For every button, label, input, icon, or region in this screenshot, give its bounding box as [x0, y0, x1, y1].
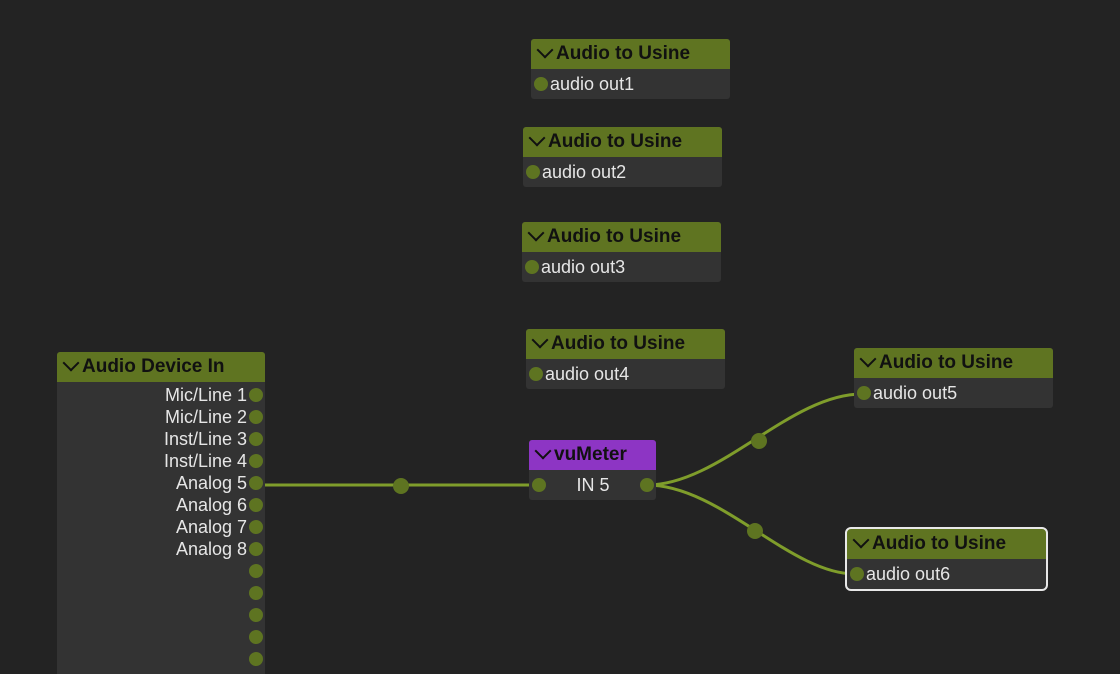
port-label: audio out1: [550, 73, 635, 94]
node-title: Audio Device In: [82, 356, 225, 377]
port-label: Analog 6: [175, 494, 247, 515]
output-port[interactable]: [249, 388, 263, 402]
port-label: audio out2: [542, 161, 627, 182]
output-row: [57, 648, 265, 670]
node-title: Audio to Usine: [548, 131, 683, 152]
input-port[interactable]: [857, 386, 871, 400]
output-port[interactable]: [249, 564, 263, 578]
port-label: Analog 7: [175, 516, 247, 537]
chevron-down-icon[interactable]: [531, 331, 549, 349]
node-header[interactable]: Audio to Usine: [523, 127, 722, 157]
port-label: IN 5: [576, 474, 610, 495]
port-label: audio out6: [866, 563, 951, 584]
output-port[interactable]: [249, 476, 263, 490]
port-label: Inst/Line 4: [163, 450, 247, 471]
output-row: Mic/Line 2: [57, 406, 265, 428]
port-label: audio out5: [873, 382, 958, 403]
output-port[interactable]: [249, 520, 263, 534]
chevron-down-icon[interactable]: [527, 224, 545, 242]
output-row: Inst/Line 4: [57, 450, 265, 472]
output-port[interactable]: [249, 498, 263, 512]
node-header[interactable]: Audio to Usine: [531, 39, 730, 69]
output-port[interactable]: [249, 542, 263, 556]
input-port[interactable]: [526, 165, 540, 179]
audio-to-usine-node-1[interactable]: Audio to Usine audio out1: [531, 39, 730, 99]
output-row: [57, 582, 265, 604]
output-row: [57, 560, 265, 582]
chevron-down-icon[interactable]: [528, 129, 546, 147]
output-port[interactable]: [639, 478, 654, 492]
output-port[interactable]: [249, 652, 263, 666]
chevron-down-icon[interactable]: [62, 354, 80, 372]
input-port[interactable]: [532, 478, 546, 492]
port-label: audio out3: [541, 256, 626, 277]
chevron-down-icon[interactable]: [534, 442, 552, 460]
output-row: Analog 8: [57, 538, 265, 560]
wire-midpoint-handle[interactable]: [751, 433, 767, 449]
node-header[interactable]: Audio to Usine: [854, 348, 1053, 378]
port-label: Mic/Line 2: [164, 406, 247, 427]
node-title: vuMeter: [554, 444, 627, 465]
output-row: [57, 604, 265, 626]
input-port[interactable]: [850, 567, 864, 581]
chevron-down-icon[interactable]: [852, 531, 870, 549]
audio-to-usine-node-5[interactable]: Audio to Usine audio out5: [854, 348, 1053, 408]
port-label: audio out4: [545, 363, 630, 384]
output-row: Analog 5: [57, 472, 265, 494]
node-header[interactable]: Audio Device In: [57, 352, 265, 382]
chevron-down-icon[interactable]: [536, 41, 554, 59]
output-port[interactable]: [249, 630, 263, 644]
output-port[interactable]: [249, 432, 263, 446]
output-port[interactable]: [249, 586, 263, 600]
node-header[interactable]: Audio to Usine: [847, 529, 1046, 559]
wire-midpoint-handle[interactable]: [393, 478, 409, 494]
node-header[interactable]: Audio to Usine: [522, 222, 721, 252]
node-title: Audio to Usine: [547, 226, 682, 247]
port-label: Analog 5: [175, 472, 247, 493]
chevron-down-icon[interactable]: [859, 350, 877, 368]
output-port[interactable]: [249, 608, 263, 622]
node-header[interactable]: vuMeter: [529, 440, 656, 470]
input-port[interactable]: [525, 260, 539, 274]
node-title: Audio to Usine: [551, 333, 686, 354]
audio-device-in-node[interactable]: Audio Device In Mic/Line 1 Mic/Line 2 In…: [57, 352, 265, 674]
port-label: Inst/Line 3: [163, 428, 247, 449]
port-label: Mic/Line 1: [164, 384, 247, 405]
input-port[interactable]: [534, 77, 548, 91]
output-row: [57, 626, 265, 648]
input-port[interactable]: [529, 367, 543, 381]
node-title: Audio to Usine: [872, 533, 1007, 554]
output-port[interactable]: [249, 410, 263, 424]
vumeter-node[interactable]: vuMeter IN 5: [529, 440, 656, 500]
node-title: Audio to Usine: [556, 43, 691, 64]
output-row: Analog 7: [57, 516, 265, 538]
audio-to-usine-node-6[interactable]: Audio to Usine audio out6: [845, 527, 1048, 591]
output-row: Inst/Line 3: [57, 428, 265, 450]
audio-to-usine-node-2[interactable]: Audio to Usine audio out2: [523, 127, 722, 187]
node-title: Audio to Usine: [879, 352, 1014, 373]
output-row: Mic/Line 1: [57, 384, 265, 406]
wire-midpoint-handle[interactable]: [747, 523, 763, 539]
port-label: Analog 8: [175, 538, 247, 559]
output-port[interactable]: [249, 454, 263, 468]
node-header[interactable]: Audio to Usine: [526, 329, 725, 359]
audio-to-usine-node-4[interactable]: Audio to Usine audio out4: [526, 329, 725, 389]
output-row: Analog 6: [57, 494, 265, 516]
audio-to-usine-node-3[interactable]: Audio to Usine audio out3: [522, 222, 721, 282]
